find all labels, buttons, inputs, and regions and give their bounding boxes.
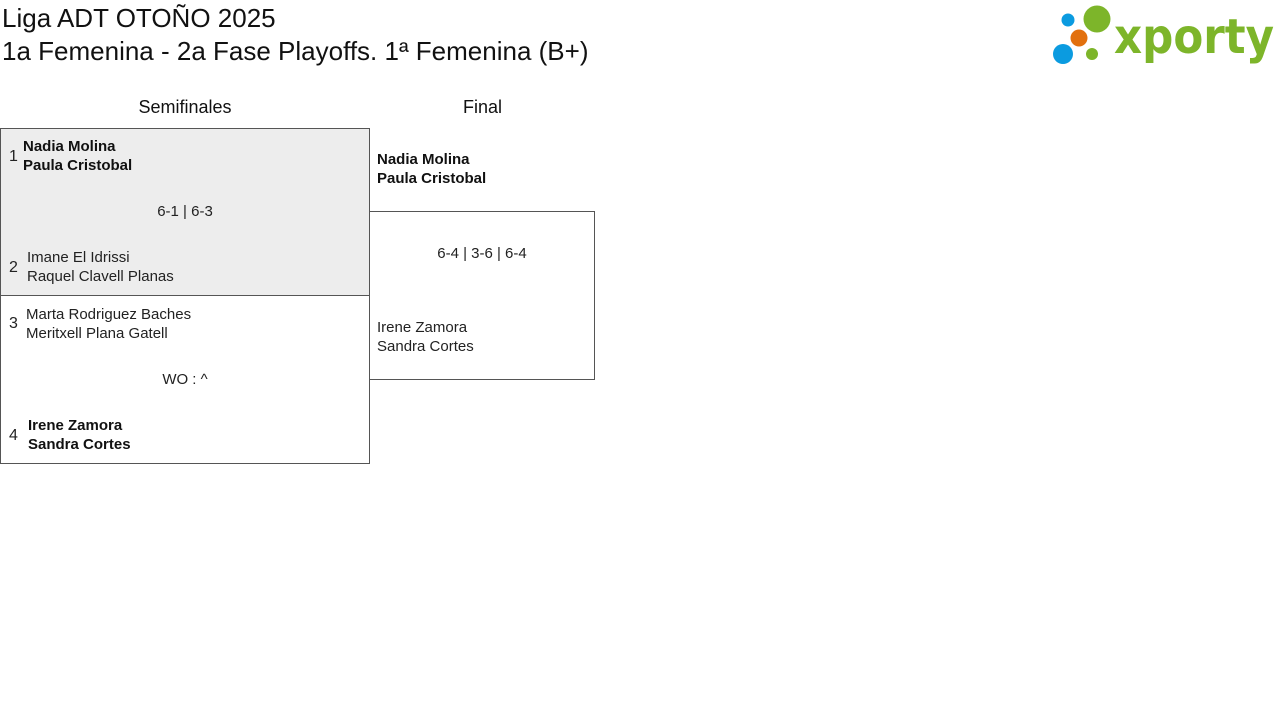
round-label-final: Final — [462, 97, 502, 117]
round-label-semifinales: Semifinales — [138, 97, 232, 117]
page-title: Liga ADT OTOÑO 2025 — [2, 3, 276, 33]
final-team-2-player-1: Irene Zamora — [377, 319, 468, 336]
final-team-1-player-1: Nadia Molina — [377, 151, 470, 168]
seed-number: 3 — [9, 315, 18, 332]
logo-dot-green-small — [1086, 48, 1098, 60]
logo-dot-orange — [1070, 29, 1088, 47]
team-2-player-2: Sandra Cortes — [28, 436, 131, 453]
seed-number: 4 — [9, 427, 18, 444]
semifinal-match-1[interactable]: 1 Nadia Molina Paula Cristobal 6-1 | 6-3… — [0, 128, 370, 296]
logo-wordmark: xporty — [1114, 9, 1274, 65]
team-2-player-2: Raquel Clavell Planas — [27, 268, 174, 285]
semifinal-match-2[interactable]: 3 Marta Rodriguez Baches Meritxell Plana… — [0, 295, 370, 464]
match-score: 6-4 | 3-6 | 6-4 — [437, 245, 527, 262]
xporty-logo: xporty — [1053, 5, 1274, 65]
seed-number: 1 — [9, 148, 18, 165]
logo-dot-green-large — [1083, 5, 1111, 33]
match-score: 6-1 | 6-3 — [157, 203, 213, 220]
final-team-1-player-2: Paula Cristobal — [377, 170, 487, 187]
final-team-2-player-2: Sandra Cortes — [377, 338, 474, 355]
team-2-player-1: Irene Zamora — [28, 417, 123, 434]
match-score: WO : ^ — [162, 371, 208, 388]
team-1-player-1: Marta Rodriguez Baches — [26, 306, 192, 323]
final-match-box: 6-4 | 3-6 | 6-4 Irene Zamora Sandra Cort… — [369, 211, 595, 380]
team-1-player-1: Nadia Molina — [23, 138, 116, 155]
team-1-player-2: Paula Cristobal — [23, 157, 133, 174]
logo-dot-blue-small — [1061, 13, 1075, 27]
seed-number: 2 — [9, 259, 18, 276]
page-subtitle: 1a Femenina - 2a Fase Playoffs. 1ª Femen… — [2, 36, 589, 66]
team-1-player-2: Meritxell Plana Gatell — [26, 325, 168, 342]
logo-dot-blue-large — [1053, 44, 1073, 64]
team-2-player-1: Imane El Idrissi — [27, 249, 130, 266]
